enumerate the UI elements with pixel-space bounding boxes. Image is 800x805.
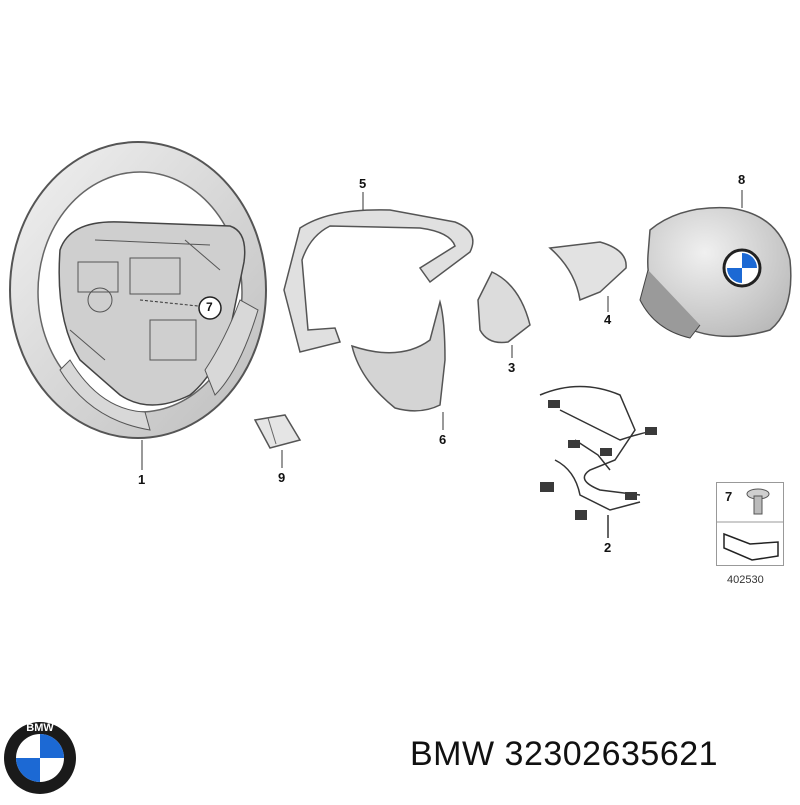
wiring-harness-part — [539, 385, 657, 538]
part-number: 32302635621 — [504, 735, 719, 773]
callout-6: 6 — [439, 432, 447, 447]
steering-wheel-part — [9, 141, 267, 470]
clip-part — [253, 414, 302, 468]
airbag-part — [639, 190, 792, 339]
brand-name: BMW — [410, 735, 495, 773]
callout-2: 2 — [604, 540, 612, 555]
cover-part-6 — [350, 299, 446, 430]
callout-1: 1 — [138, 472, 146, 487]
trim-frame-part — [283, 192, 474, 353]
screw-icon — [746, 488, 770, 515]
callout-3: 3 — [508, 360, 516, 375]
label-tag-icon — [723, 532, 779, 561]
cover-part-4 — [548, 241, 627, 312]
callout-5: 5 — [359, 176, 367, 191]
diagram-code: 402530 — [727, 574, 764, 586]
callout-8: 8 — [738, 172, 746, 187]
bmw-logo: BMW — [4, 722, 76, 794]
part-title: BMW 32302635621 — [410, 735, 718, 774]
bmw-logo-letters: BMW — [26, 722, 54, 734]
callout-4: 4 — [604, 312, 612, 327]
legend-item-number: 7 — [725, 489, 733, 504]
callout-9: 9 — [278, 470, 286, 485]
fastener-legend: 7 — [716, 482, 784, 566]
cover-part-3 — [477, 271, 531, 358]
inline-callout-7: 7 — [206, 300, 213, 314]
